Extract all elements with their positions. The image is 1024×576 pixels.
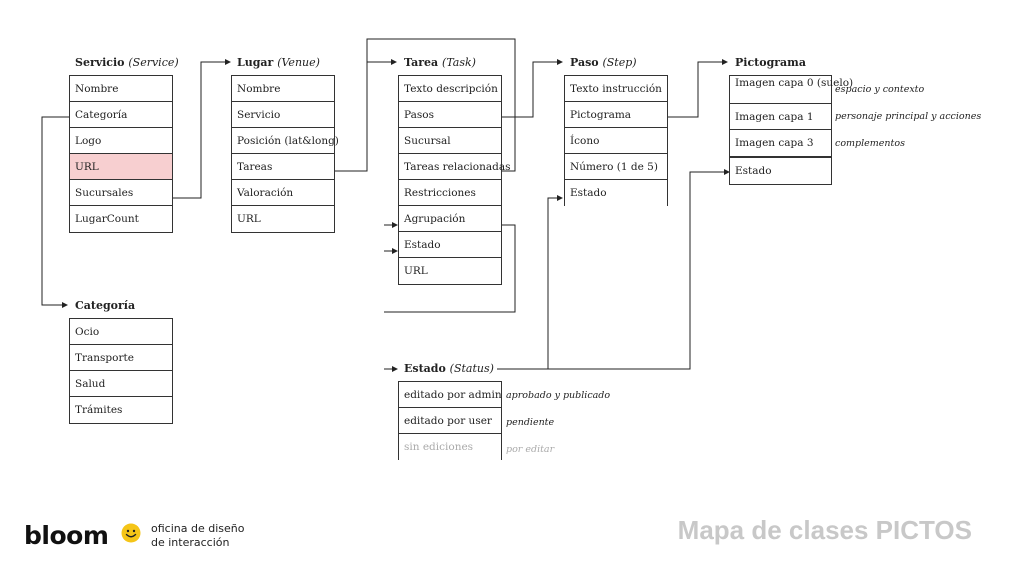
estado-note: aprobado y publicado [506, 390, 611, 401]
servicio-title: Servicio (Service) [75, 56, 179, 69]
link-status-paso [497, 195, 563, 370]
estado-row: editado por user [399, 408, 501, 434]
lugar-table: Nombre Servicio Posición (lat&long) Tare… [231, 75, 339, 233]
tagline-line-2: de interacción [151, 536, 230, 549]
estado-row-muted: sin ediciones [404, 441, 474, 453]
paso-row: Texto instrucción [565, 76, 667, 102]
paso-title: Paso (Step) [570, 56, 637, 69]
pictograma-row: Estado [735, 165, 772, 177]
paso-row: Estado [570, 187, 607, 199]
paso-table: Texto instrucción Pictograma Ícono Númer… [564, 75, 668, 206]
pictograma-row: Imagen capa 0 (suelo) [730, 76, 853, 104]
categoria-table: Ocio Transporte Salud Trámites [69, 318, 173, 424]
servicio-row: Logo [70, 128, 172, 154]
servicio-row: Sucursales [70, 180, 172, 206]
pictograma-title: Pictograma [735, 56, 806, 69]
lugar-row: Valoración [232, 180, 334, 206]
estado-row: editado por admin [399, 382, 502, 408]
tarea-row: URL [404, 265, 428, 277]
link-tarea-paso [501, 59, 563, 118]
lugar-row: Posición (lat&long) [232, 128, 339, 154]
bloom-logo: bloom [24, 521, 109, 550]
categoria-row: Salud [70, 371, 172, 397]
lugar-row: Tareas [232, 154, 334, 180]
lugar-row: URL [237, 213, 261, 225]
tarea-row: Tareas relacionadas [399, 154, 510, 180]
servicio-row: Nombre [70, 76, 172, 102]
paso-row: Ícono [565, 128, 667, 154]
tagline-line-1: oficina de diseño [151, 522, 245, 535]
tarea-row: Sucursal [399, 128, 501, 154]
tagline: oficina de diseño de interacción [151, 522, 244, 550]
paso-row: Número (1 de 5) [565, 154, 667, 180]
lugar-row: Servicio [232, 102, 334, 128]
servicio-row-highlighted: URL [70, 154, 172, 180]
estado-title: Estado (Status) [404, 362, 494, 375]
tarea-row: Pasos [399, 102, 501, 128]
servicio-row: Categoría [70, 102, 172, 128]
tarea-row: Texto descripción [399, 76, 501, 102]
categoria-row: Ocio [70, 319, 172, 345]
map-title: Mapa de clases PICTOS [677, 515, 972, 545]
tarea-row: Restricciones [399, 180, 501, 206]
tarea-table: Texto descripción Pasos Sucursal Tareas … [398, 75, 510, 285]
estado-note-muted: por editar [506, 444, 555, 455]
paso-row: Pictograma [565, 102, 667, 128]
estado-note: pendiente [506, 417, 555, 428]
link-servicio-categoria [41, 116, 69, 308]
categoria-row: Trámites [75, 404, 123, 416]
smiley-icon [121, 523, 141, 543]
servicio-table: Nombre Categoría Logo URL Sucursales Lug… [69, 75, 173, 233]
pictograma-note: espacio y contexto [835, 84, 925, 95]
pictograma-note: personaje principal y acciones [835, 111, 982, 122]
pictograma-note: complementos [835, 138, 905, 149]
pictograma-table: Imagen capa 0 (suelo) Imagen capa 1 Imag… [729, 75, 853, 157]
pictograma-estado-box: Estado [729, 157, 832, 185]
estado-table: editado por admin editado por user sin e… [398, 381, 502, 460]
link-lugar-tarea [334, 59, 397, 172]
categoria-row: Transporte [70, 345, 172, 371]
tarea-title: Tarea (Task) [404, 56, 476, 69]
lugar-row: Nombre [232, 76, 334, 102]
lugar-title: Lugar (Venue) [237, 56, 320, 69]
servicio-row: LugarCount [75, 213, 139, 225]
pictograma-row: Imagen capa 3 [735, 137, 814, 149]
tarea-row: Estado [399, 232, 501, 258]
link-paso-pictograma [667, 59, 728, 118]
link-servicio-lugar [172, 59, 231, 199]
categoria-title: Categoría [75, 299, 136, 312]
pictograma-row: Imagen capa 1 [730, 104, 831, 130]
tarea-row: Agrupación [399, 206, 501, 232]
